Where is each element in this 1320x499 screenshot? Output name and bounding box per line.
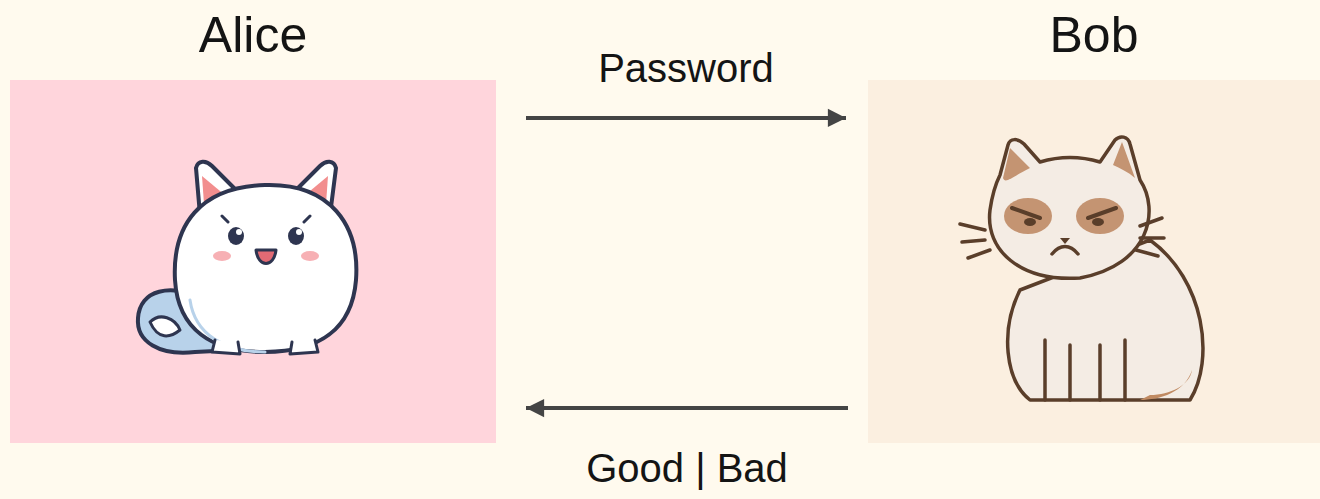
- name-label: Bob: [1050, 7, 1139, 63]
- alice-panel: Alice: [10, 80, 496, 443]
- bob-panel: Bob: [868, 80, 1320, 443]
- node-heading: Bob: [868, 6, 1320, 64]
- name-label: Alice: [199, 7, 307, 63]
- edge-label: Password: [594, 46, 778, 91]
- arrow-connector: [526, 116, 846, 120]
- bob-cat: [960, 137, 1203, 400]
- edge-label: Good | Bad: [582, 446, 792, 491]
- node-heading: Alice: [10, 6, 496, 64]
- arrow-connector: [526, 406, 848, 410]
- alice-cat: [138, 162, 356, 354]
